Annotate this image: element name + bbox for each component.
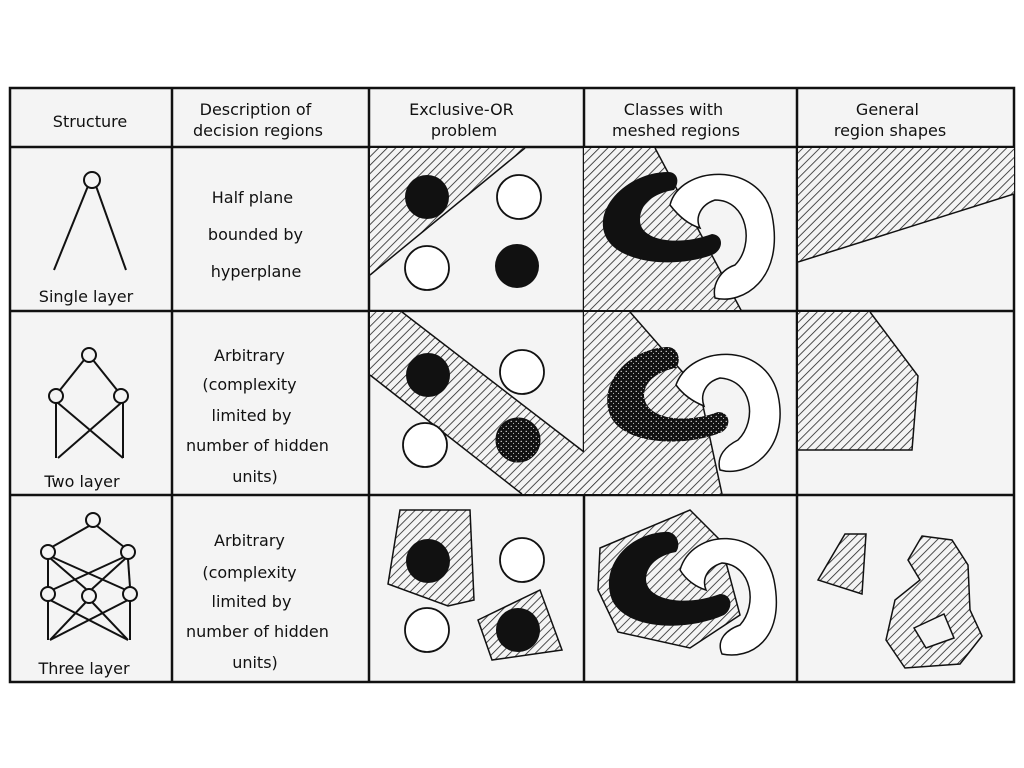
network-node: [40, 586, 56, 602]
header-description: Description of decision regions: [193, 100, 323, 140]
network-edge: [127, 558, 131, 588]
two-layer-network-diagram: [48, 347, 129, 459]
general-single-layer: [798, 148, 1014, 263]
row-two-layer: Two layer Arbitrary (complexity limited …: [43, 312, 919, 494]
speckled-class-circle: [495, 417, 541, 463]
network-edge: [91, 557, 127, 590]
hatched-region: [584, 312, 722, 494]
meshed-two-layer: [584, 312, 781, 494]
region-boundary: [370, 148, 526, 276]
open-class-circle: [496, 174, 542, 220]
network-edge: [59, 359, 85, 391]
open-class-circle: [499, 349, 545, 395]
open-class-circle: [499, 537, 545, 583]
network-edge: [49, 557, 87, 590]
open-class-region: [675, 353, 781, 473]
hatched-region: [816, 533, 867, 596]
three-layer-network-diagram: [40, 512, 138, 641]
filled-class-region: [608, 531, 731, 626]
structure-label-single: Single layer: [39, 287, 134, 306]
network-edge: [92, 359, 118, 391]
network-edge: [49, 601, 87, 641]
open-class-region: [669, 173, 775, 300]
open-class-circle: [404, 607, 450, 653]
network-node: [120, 544, 136, 560]
open-class-region: [679, 537, 778, 656]
meshed-three-layer: [597, 509, 778, 656]
filled-class-circle: [406, 353, 450, 397]
header-structure: Structure: [53, 112, 127, 131]
filled-class-circle: [496, 608, 540, 652]
region-boundary: [798, 312, 919, 451]
open-class-circle: [402, 422, 448, 468]
open-class-circle: [404, 245, 450, 291]
network-node: [81, 588, 97, 604]
description-single: Half plane bounded by hyperplane: [208, 188, 308, 281]
row-three-layer: Three layer Arbitrary (complexity limite…: [37, 509, 983, 678]
filled-class-circle: [495, 244, 539, 288]
description-three: Arbitrary (complexity limited by number …: [186, 531, 334, 672]
filled-class-region: [602, 172, 721, 263]
band-boundary: [370, 374, 523, 494]
network-node: [48, 388, 64, 404]
hatched-region: [798, 148, 1014, 262]
network-edge: [51, 556, 125, 591]
network-edge: [51, 525, 90, 548]
network-edge: [53, 185, 89, 271]
xor-two-layer: [370, 312, 584, 494]
meshed-single-layer: [584, 148, 775, 310]
network-node: [83, 171, 101, 189]
xor-three-layer: [387, 509, 564, 661]
network-edge: [91, 601, 129, 641]
hatched-region: [798, 312, 918, 450]
network-node: [40, 544, 56, 560]
filled-class-circle: [406, 539, 450, 583]
header-general: General region shapes: [834, 100, 946, 140]
description-two: Arbitrary (complexity limited by number …: [186, 346, 334, 486]
header-meshed: Classes with meshed regions: [612, 100, 740, 140]
network-edge: [49, 599, 129, 641]
header-xor: Exclusive-OR problem: [409, 100, 519, 140]
network-node: [122, 586, 138, 602]
hatched-region-with-hole: [885, 535, 983, 669]
network-edge: [95, 185, 127, 271]
structure-label-three: Three layer: [37, 659, 129, 678]
general-two-layer: [798, 312, 919, 451]
general-three-layer: [816, 533, 983, 669]
network-node: [113, 388, 129, 404]
filled-class-circle: [405, 175, 449, 219]
row-single-layer: Single layer Half plane bounded by hyper…: [39, 148, 1014, 310]
network-edge: [96, 525, 125, 548]
band-boundary: [401, 312, 584, 453]
network-node: [85, 512, 101, 528]
network-edge: [57, 402, 122, 459]
header-row: Structure Description of decision region…: [53, 100, 946, 140]
region-boundary: [798, 193, 1014, 263]
filled-class-region: [607, 346, 729, 442]
xor-single-layer: [370, 148, 542, 291]
structure-label-two: Two layer: [43, 472, 120, 491]
single-layer-network-diagram: [53, 171, 127, 271]
network-node: [81, 347, 97, 363]
